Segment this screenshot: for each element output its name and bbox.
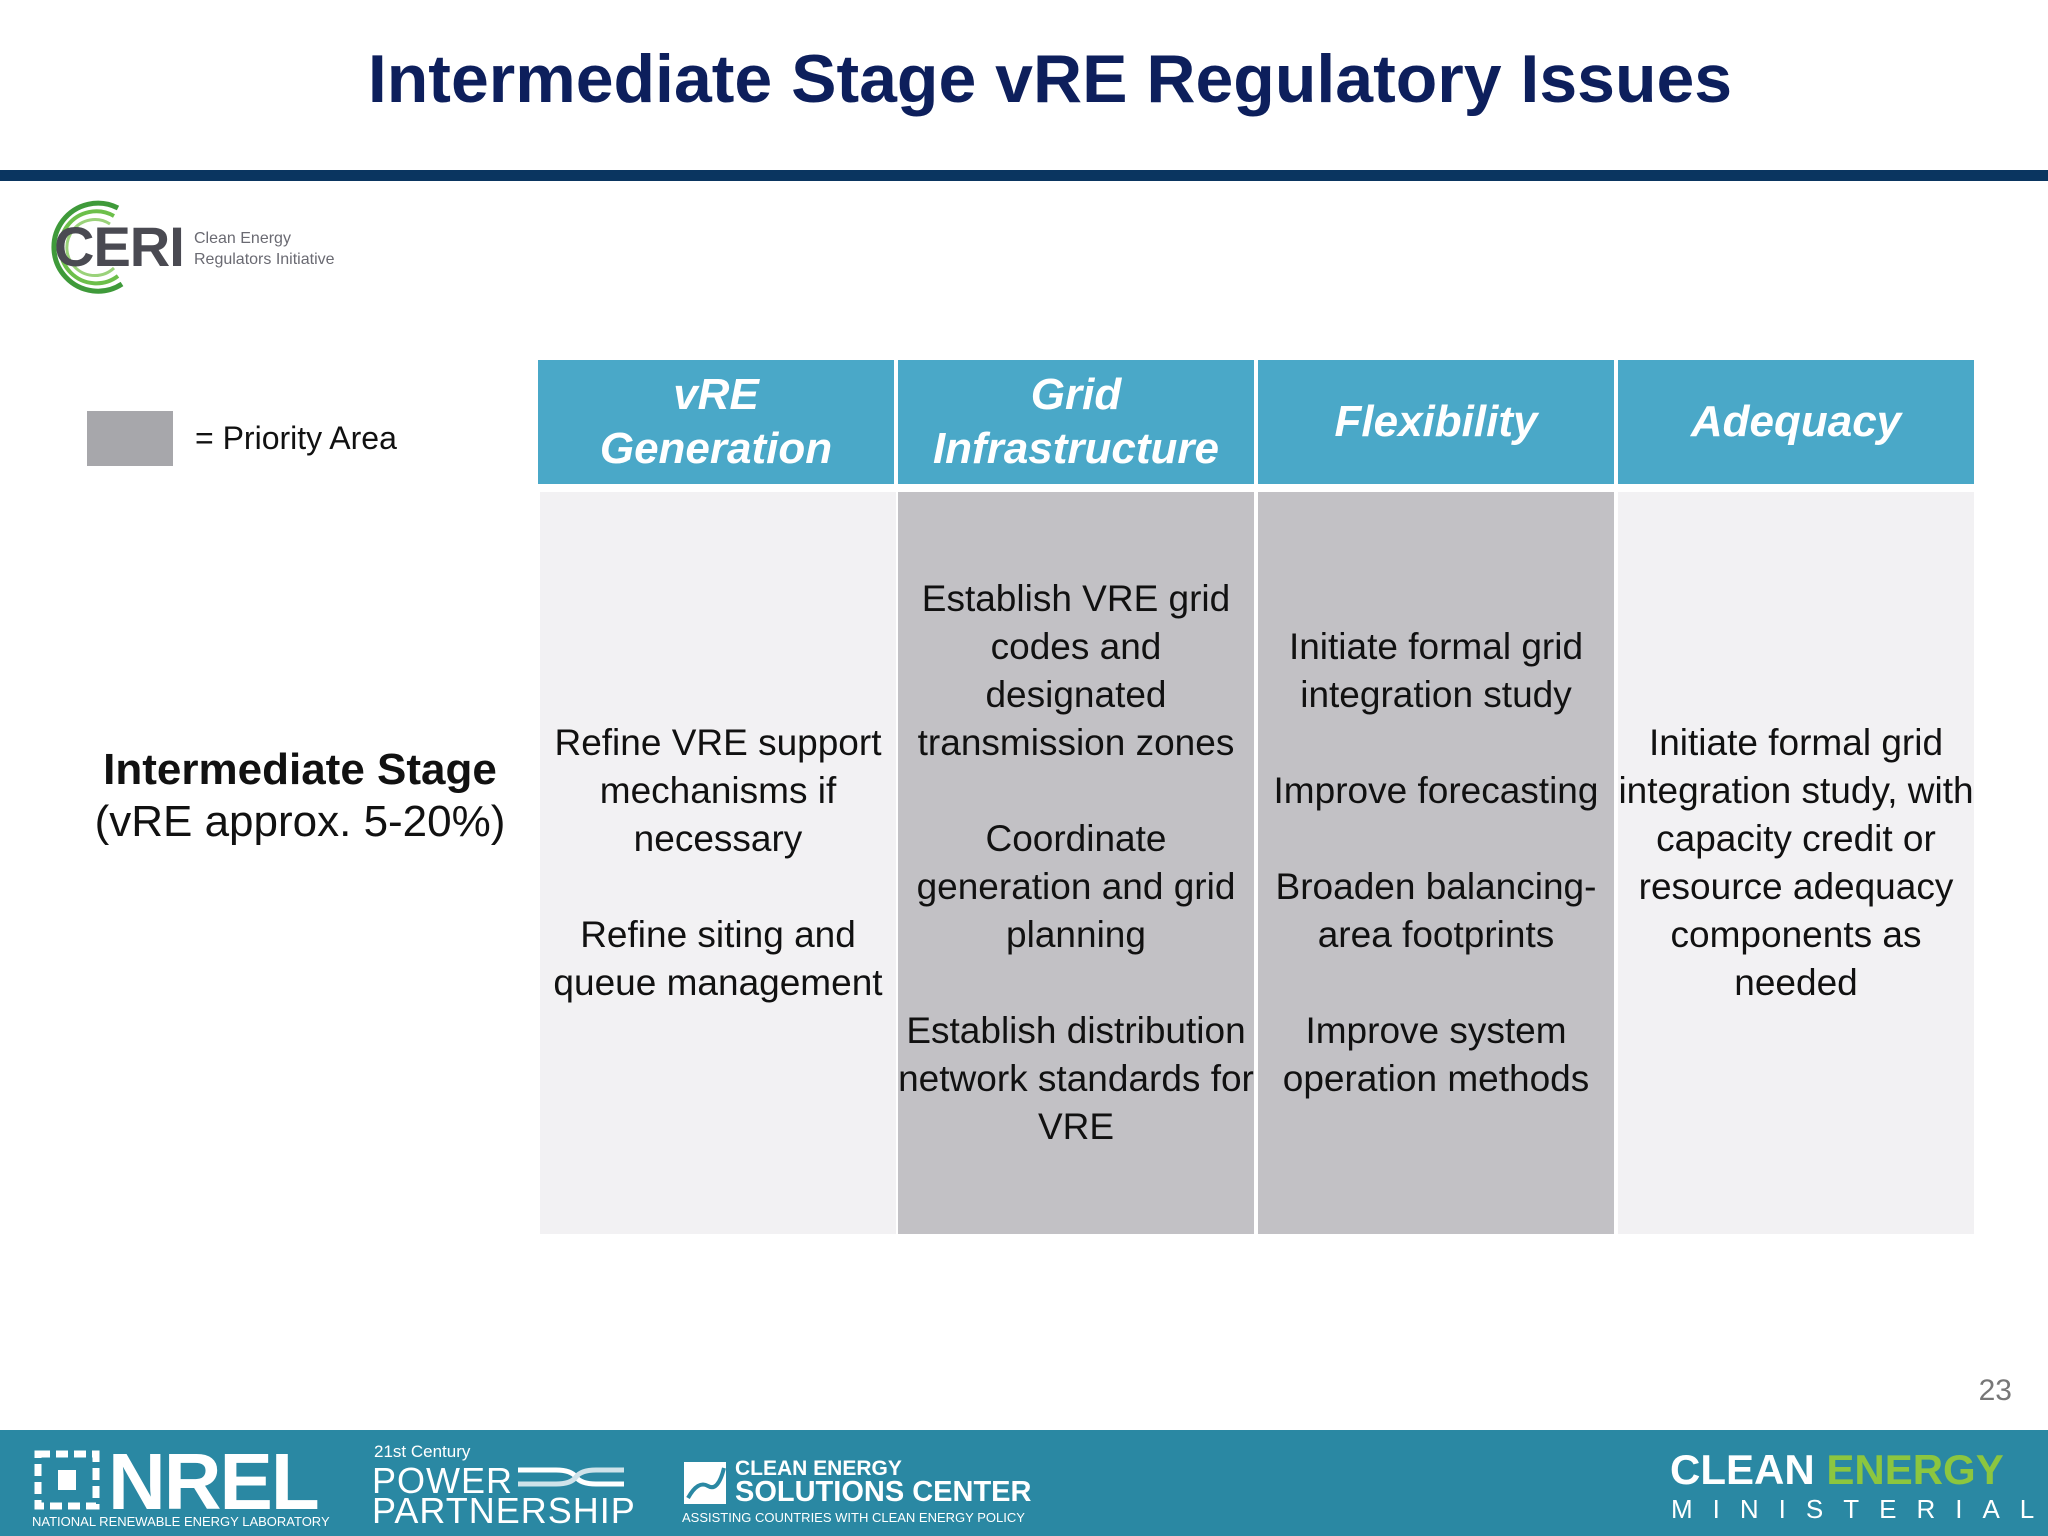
- clean-energy-ministerial-line1: CLEAN ENERGY: [1670, 1446, 2004, 1494]
- issue-item: Initiate formal grid integration study: [1288, 626, 1584, 715]
- issue-item: Improve forecasting: [1273, 770, 1599, 811]
- header-line1: Adequacy: [1690, 397, 1902, 446]
- issue-item: Improve system operation methods: [1282, 1010, 1590, 1099]
- issue-item: Establish distribution network standards…: [898, 1010, 1254, 1147]
- cell-vre-generation: Refine VRE support mechanisms if necessa…: [540, 492, 896, 1234]
- ceri-subtitle-line1: Clean Energy: [194, 230, 291, 247]
- header-line1: vRE: [673, 370, 759, 419]
- ceri-swoosh-outer: [51, 200, 124, 294]
- cell-flexibility: Initiate formal grid integration study I…: [1258, 492, 1614, 1234]
- cell-grid-infrastructure: Establish VRE grid codes and designated …: [898, 492, 1254, 1234]
- cem-word-energy: ENERGY: [1826, 1446, 2004, 1493]
- power-partnership-line2: PARTNERSHIP: [372, 1490, 636, 1531]
- issue-item: Refine VRE support mechanisms if necessa…: [554, 722, 882, 859]
- power-partnership-line1: POWER: [372, 1460, 514, 1501]
- stage-range: (vRE approx. 5-20%): [94, 797, 506, 846]
- issue-item: Refine siting and queue management: [553, 914, 883, 1003]
- ceri-subtitle: Clean Energy Regulators Initiative: [194, 228, 335, 270]
- cem-word-clean: CLEAN: [1670, 1446, 1815, 1493]
- header-grid-infrastructure: Grid Infrastructure: [898, 360, 1254, 484]
- ceri-wordmark: CERI: [54, 215, 185, 278]
- stage-name: Intermediate Stage: [103, 745, 497, 794]
- header-line2: Infrastructure: [932, 424, 1220, 473]
- header-line1: Flexibility: [1334, 397, 1538, 446]
- page-number: 23: [1978, 1374, 2012, 1407]
- nrel-logo-icon: [34, 1450, 100, 1510]
- nrel-subtitle: NATIONAL RENEWABLE ENERGY LABORATORY: [32, 1514, 330, 1529]
- title-divider: [0, 170, 2048, 181]
- priority-area-label: = Priority Area: [195, 420, 397, 456]
- solutions-center-line1: CLEAN ENERGY: [735, 1457, 902, 1480]
- ceri-swoosh-inner: [65, 218, 116, 278]
- solutions-center-line2: SOLUTIONS CENTER: [735, 1476, 1032, 1508]
- issue-item: Initiate formal grid integration study, …: [1618, 722, 1974, 1003]
- nrel-wordmark: NREL: [108, 1437, 320, 1526]
- issue-item: Coordinate generation and grid planning: [916, 818, 1236, 955]
- footer-bar: [0, 1430, 2048, 1536]
- issue-item: Broaden balancing-area footprints: [1275, 866, 1597, 955]
- header-vre-generation: vRE Generation: [538, 360, 894, 484]
- header-line1: Grid: [1030, 370, 1122, 419]
- slide-title: Intermediate Stage vRE Regulatory Issues: [367, 41, 1733, 117]
- ceri-subtitle-line2: Regulators Initiative: [194, 251, 335, 268]
- power-partnership-wave-icon: [518, 1467, 624, 1487]
- solutions-center-tagline: ASSISTING COUNTRIES WITH CLEAN ENERGY PO…: [682, 1510, 1025, 1525]
- issue-item: Establish VRE grid codes and designated …: [917, 578, 1235, 763]
- power-partnership-small: 21st Century: [374, 1442, 471, 1461]
- ceri-logo: [51, 200, 124, 294]
- header-flexibility: Flexibility: [1258, 360, 1614, 484]
- priority-area-swatch: [87, 411, 173, 466]
- stage-label: Intermediate Stage (vRE approx. 5-20%): [70, 744, 530, 848]
- cell-adequacy: Initiate formal grid integration study, …: [1618, 492, 1974, 1234]
- solutions-center-icon: [684, 1462, 726, 1504]
- header-adequacy: Adequacy: [1618, 360, 1974, 484]
- header-line2: Generation: [599, 424, 833, 473]
- clean-energy-ministerial-line2: MINISTERIAL: [1671, 1494, 2048, 1524]
- ceri-swoosh-mid: [58, 209, 120, 286]
